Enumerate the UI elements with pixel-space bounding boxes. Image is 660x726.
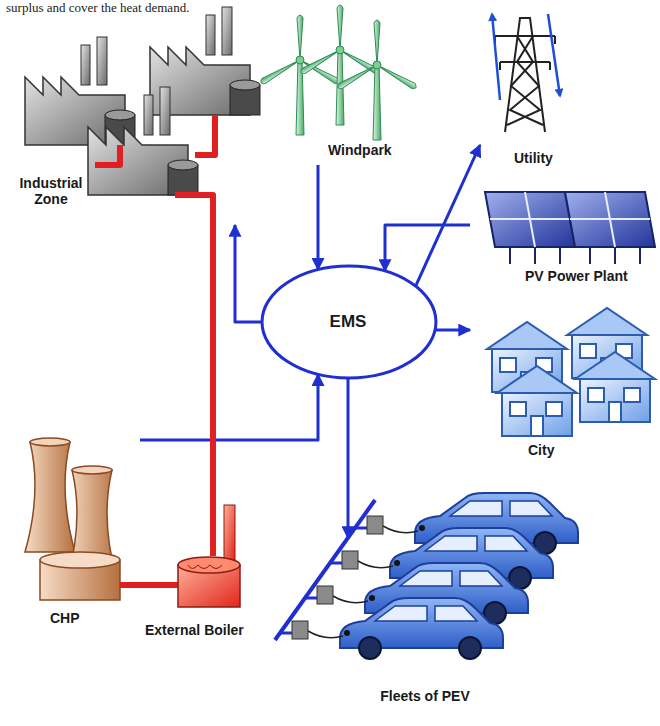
node-caption: Industrial Zone (10, 175, 92, 207)
city: City (470, 300, 655, 460)
factories (25, 7, 260, 195)
chp: CHP (20, 430, 140, 630)
power-line (347, 378, 350, 538)
windpark: Windpark (270, 10, 400, 165)
houses (487, 308, 655, 436)
wind-turbines (260, 5, 418, 140)
power-line (435, 329, 470, 332)
pv-power-plant: PV Power Plant (470, 180, 655, 290)
node-caption: City (528, 442, 554, 458)
pev-fleet: Fleets of PEV (265, 538, 587, 713)
node-caption: Windpark (328, 142, 392, 158)
power-flow-arrows (492, 14, 560, 100)
power-line (235, 225, 262, 322)
boiler (178, 505, 240, 607)
ems-hub: EMS (260, 264, 438, 380)
node-caption: Fleets of PEV (265, 688, 585, 704)
transmission-tower (495, 18, 555, 132)
heat-pipe (140, 582, 165, 588)
node-caption: CHP (50, 610, 80, 626)
power-line (385, 225, 470, 271)
charging-bus (275, 500, 375, 640)
external-boiler: External Boiler (165, 530, 265, 640)
pv-panels (485, 192, 655, 264)
node-caption: External Boiler (145, 622, 244, 638)
chp-plant (25, 438, 120, 600)
power-line (317, 165, 320, 270)
power-line (140, 374, 318, 440)
page-text: surplus and cover the heat demand. (6, 0, 189, 16)
utility: Utility (480, 10, 570, 175)
power-line (416, 145, 480, 286)
node-caption: PV Power Plant (525, 268, 628, 284)
node-caption: Utility (514, 150, 553, 166)
heat-pipes (95, 115, 215, 225)
heat-pipe (210, 225, 216, 530)
hub-label: EMS (260, 312, 436, 332)
industrial-zone: Industrial Zone (10, 25, 265, 225)
